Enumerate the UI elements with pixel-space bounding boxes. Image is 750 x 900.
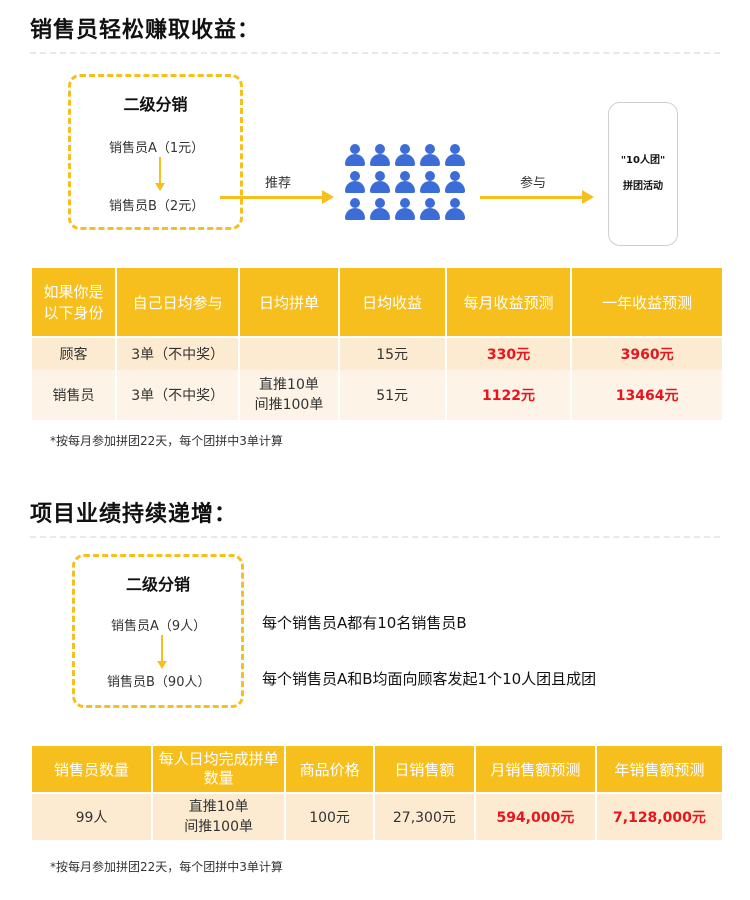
phone-line2: 拼团活动 — [623, 181, 663, 192]
distribution-box-2: 二级分销 销售员A（9人） 销售员B（90人） — [72, 554, 244, 708]
section1-divider — [30, 52, 720, 54]
section2-note: *按每月参加拼团22天，每个团拼中3单计算 — [50, 860, 283, 874]
section2-title: 项目业绩持续递增： — [30, 502, 238, 527]
person-icon — [395, 198, 415, 220]
arrow-right-icon — [582, 190, 594, 204]
distribution-box-1-title: 二级分销 — [123, 95, 188, 114]
header-daily-income: 日均收益 — [339, 268, 445, 338]
table-cell: 3单（不中奖） — [116, 338, 239, 370]
table-cell — [240, 338, 338, 370]
salesperson-a-label: 销售员A（1元） — [109, 141, 205, 156]
table-row: 销售员 3单（不中奖） 直推10单 间推100单 51元 1122元 13464… — [32, 370, 722, 420]
desc-line2: 每个销售员A和B均面向顾客发起1个10人团且成团 — [262, 670, 597, 688]
arrow-down-icon — [155, 183, 165, 191]
section1-title: 销售员轻松赚取收益： — [30, 18, 261, 43]
table-cell: 直推10单 间推100单 — [240, 370, 338, 420]
flow-line-down — [161, 635, 163, 663]
header-yearly-sales: 年销售额预测 — [596, 746, 722, 794]
earnings-table: 如果你是以下身份 自己日均参与 日均拼单 日均收益 每月收益预测 一年收益预测 … — [30, 268, 724, 420]
table-cell: 7,128,000元 — [596, 794, 722, 840]
participate-label: 参与 — [520, 176, 547, 191]
phone-line1: "10人团" — [620, 155, 666, 166]
table-cell: 100元 — [286, 794, 373, 840]
person-icon — [420, 144, 440, 166]
table-row: 顾客 3单（不中奖） 15元 330元 3960元 — [32, 338, 722, 370]
header-self-daily: 自己日均参与 — [116, 268, 239, 338]
header-price: 商品价格 — [286, 746, 373, 794]
header-yearly-forecast: 一年收益预测 — [572, 268, 722, 338]
person-icon — [370, 144, 390, 166]
table-cell: 1122元 — [446, 370, 571, 420]
person-icon — [445, 198, 465, 220]
distribution-box-1: 二级分销 销售员A（1元） 销售员B（2元） — [68, 74, 243, 230]
person-icon — [395, 144, 415, 166]
section2-divider — [30, 536, 720, 538]
sales-table: 销售员数量 每人日均完成拼单数量 商品价格 日销售额 月销售额预测 年销售额预测… — [30, 746, 724, 840]
recommend-arrow-line — [220, 196, 324, 199]
section1-note: *按每月参加拼团22天，每个团拼中3单计算 — [50, 434, 283, 448]
salesperson-b-label: 销售员B（2元） — [109, 199, 205, 214]
table-cell: 15元 — [339, 338, 445, 370]
table-cell: 直推10单 间推100单 — [153, 794, 285, 840]
arrow-down-icon — [157, 661, 167, 669]
recommend-label: 推荐 — [265, 176, 292, 191]
table-cell: 330元 — [446, 338, 571, 370]
table-cell: 13464元 — [572, 370, 722, 420]
person-icon — [420, 171, 440, 193]
header-daily-orders: 日均拼单 — [240, 268, 338, 338]
person-icon — [370, 198, 390, 220]
table-cell: 销售员 — [32, 370, 115, 420]
person-icon — [395, 171, 415, 193]
person-icon — [345, 144, 365, 166]
table-row: 99人 直推10单 间推100单 100元 27,300元 594,000元 7… — [32, 794, 722, 840]
table-cell: 51元 — [339, 370, 445, 420]
person-icon — [445, 171, 465, 193]
header-daily-completed: 每人日均完成拼单数量 — [153, 746, 285, 794]
table-cell: 3单（不中奖） — [116, 370, 239, 420]
table-cell: 594,000元 — [475, 794, 595, 840]
person-icon — [420, 198, 440, 220]
table-cell: 3960元 — [572, 338, 722, 370]
person-icon — [345, 171, 365, 193]
header-identity: 如果你是以下身份 — [32, 268, 115, 338]
arrow-right-icon — [322, 190, 334, 204]
person-icon — [445, 144, 465, 166]
table-cell: 27,300元 — [374, 794, 474, 840]
header-daily-sales: 日销售额 — [374, 746, 474, 794]
salesperson-b-count: 销售员B（90人） — [107, 675, 211, 690]
distribution-box-2-title: 二级分销 — [125, 575, 190, 594]
participate-arrow-line — [480, 196, 584, 199]
table-cell: 99人 — [32, 794, 152, 840]
people-group-icon — [345, 144, 470, 224]
salesperson-a-count: 销售员A（9人） — [111, 619, 207, 634]
header-monthly-forecast: 每月收益预测 — [446, 268, 571, 338]
person-icon — [345, 198, 365, 220]
person-icon — [370, 171, 390, 193]
phone-icon: "10人团" 拼团活动 — [608, 102, 678, 246]
desc-line1: 每个销售员A都有10名销售员B — [262, 614, 467, 632]
header-monthly-sales: 月销售额预测 — [475, 746, 595, 794]
header-sales-count: 销售员数量 — [32, 746, 152, 794]
table-cell: 顾客 — [32, 338, 115, 370]
flow-line-down — [159, 157, 161, 185]
